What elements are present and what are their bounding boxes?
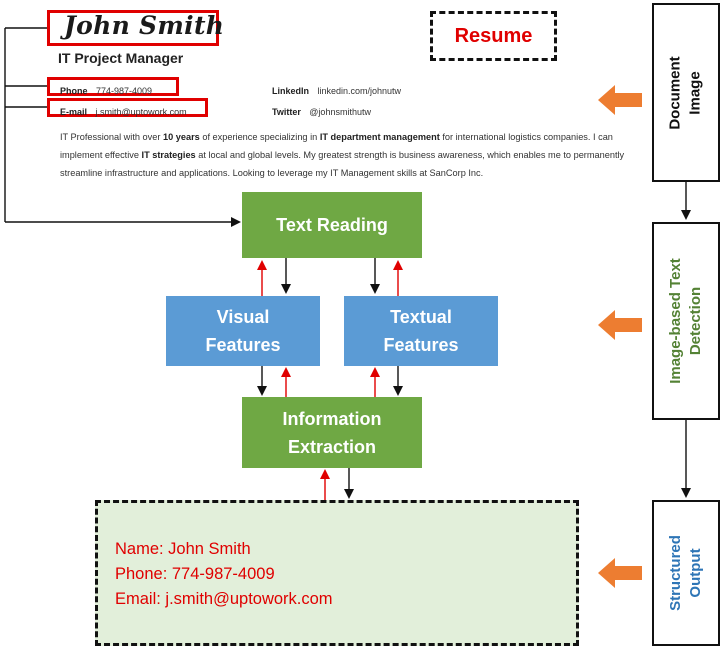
phone-value: 774-987-4009 (95, 86, 153, 96)
email-field: E-mail j.smith@uptowork.com (60, 102, 187, 120)
structured-output-label-1: Structured (667, 535, 684, 611)
linkedin-value: linkedin.com/johnutw (317, 86, 402, 96)
output-name: Name: John Smith (115, 540, 251, 558)
linkedin-label: LinkedIn (272, 86, 310, 96)
document-image-label-1: Document (667, 55, 684, 130)
information-extraction-block: Information Extraction (242, 397, 422, 468)
information-extraction-label-2: Extraction (287, 436, 377, 457)
structured-output-side-box: Structured Output (652, 500, 720, 646)
twitter-field: Twitter @johnsmithutw (272, 102, 371, 120)
twitter-label: Twitter (272, 107, 301, 117)
email-label: E-mail (60, 107, 88, 117)
phone-label: Phone (60, 86, 88, 96)
field-link-lines (4, 27, 241, 227)
left-arrow-icon (598, 85, 642, 115)
document-image-box: Document Image (652, 3, 720, 182)
resume-label-box (430, 11, 557, 61)
output-email: Email: j.smith@uptowork.com (115, 590, 333, 608)
visual-features-label-2: Features (205, 335, 281, 355)
text-reading-block: Text Reading (242, 192, 422, 258)
visual-features-block: Visual Features (166, 296, 320, 366)
left-arrow-icon (598, 310, 642, 340)
resume-summary: IT Professional with over 10 years of ex… (60, 132, 625, 178)
email-value: j.smith@uptowork.com (95, 107, 187, 117)
textual-features-label-2: Features (383, 335, 459, 355)
structured-output-label-2: Output (687, 548, 704, 598)
phone-highlight-box (47, 77, 179, 96)
image-based-text-detection-box: Image-based Text Detection (652, 222, 720, 420)
linkedin-field: LinkedIn linkedin.com/johnutw (272, 81, 401, 99)
detection-label-1: Image-based Text (667, 258, 685, 384)
left-arrow-icon (598, 558, 642, 588)
resume-name: John Smith (64, 11, 225, 40)
document-image-label-2: Image (687, 70, 704, 115)
information-extraction-label-1: Information (282, 408, 382, 429)
textual-features-label-1: Textual (390, 307, 452, 327)
resume-job-title: IT Project Manager (58, 50, 184, 66)
phone-field: Phone 774-987-4009 (60, 81, 152, 99)
twitter-value: @johnsmithutw (309, 107, 371, 117)
detection-label-2: Detection (687, 286, 705, 356)
structured-output-box (95, 500, 579, 646)
textual-features-block: Textual Features (344, 296, 498, 366)
resume-label: Resume (454, 24, 533, 47)
name-highlight-box (47, 10, 219, 46)
visual-features-label-1: Visual (216, 307, 270, 327)
text-reading-label: Text Reading (276, 215, 388, 235)
output-phone: Phone: 774-987-4009 (115, 565, 275, 583)
email-highlight-box (47, 98, 208, 117)
